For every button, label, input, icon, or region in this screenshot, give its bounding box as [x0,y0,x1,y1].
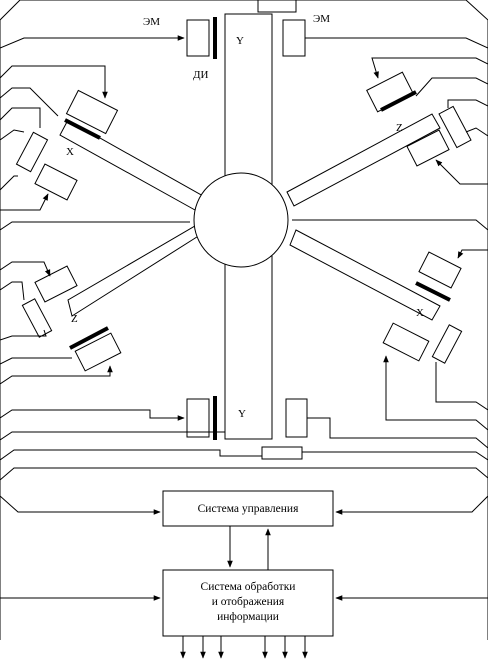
x-lower-right-sensor-top [418,251,462,289]
outer-frame [0,0,488,640]
bottom-connector [261,446,303,460]
upper-right-beam [286,113,441,207]
x-lower-right-sensor-bottom [382,322,430,362]
x-upper-left-label: X [66,146,74,158]
control-system-title: Система управления [198,503,299,515]
active-elements [64,17,451,440]
z-upper-right-sensor-side [438,105,472,149]
x-upper-left-sensor-side [15,131,49,173]
x-lower-right-sensor-side [431,324,463,364]
y-top-label: Y [236,35,244,47]
z-lower-left-sensor-top [34,265,78,303]
processing-system-line1: Система обработки [201,581,296,593]
control-system-box [162,490,334,527]
processing-system-line2: и отображения [212,596,285,608]
lower-right-beam [289,229,441,321]
x-upper-left-sensor-top [65,89,119,135]
top-connector [257,0,297,13]
z-lower-left-label: Z [71,313,78,325]
x-lower-right-label: X [416,307,424,319]
z-upper-right-label: Z [396,122,403,134]
em-left-top [186,19,210,57]
y-bottom-label: Y [238,408,246,420]
z-lower-left-sensor-side [21,298,53,338]
central-hub [193,172,289,268]
em-right-label: ЭМ [313,13,330,25]
processing-system-box [162,569,334,637]
x-upper-left-sensor-bottom [34,163,78,201]
em-left-bottom [186,398,210,438]
signal-lines [0,35,488,659]
em-right-top [282,19,306,57]
z-lower-left-sensor-bottom [74,332,122,372]
processing-system-line3: информации [217,611,279,623]
em-right-bottom [285,398,308,438]
z-upper-right-sensor-bottom [406,129,450,167]
lower-left-beam [67,225,201,317]
upper-left-beam [59,119,204,211]
di-label: ДИ [193,69,209,81]
em-left-label: ЭМ [143,16,160,28]
